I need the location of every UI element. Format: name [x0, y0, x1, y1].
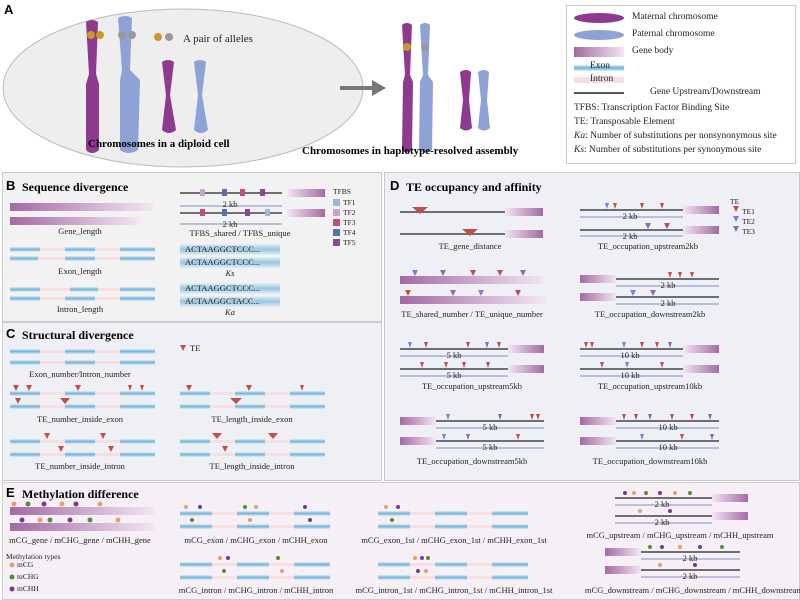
te-shared-label: TE_shared_number / TE_unique_number: [401, 309, 543, 319]
te1-label: TE1: [742, 207, 755, 216]
methyl-down-label: mCG_downstream / mCHG_downstream / mCHH_…: [584, 585, 800, 595]
legend-tfbs: TFBS: Transcription Factor Binding Site: [574, 103, 730, 113]
up2-kb-bottom: 2 kb: [622, 231, 638, 241]
te-number-exon-label: TE_number_inside_exon: [37, 414, 123, 424]
exon-number-label: Exon_number/Intron_number: [29, 369, 131, 379]
alleles-label: A pair of alleles: [183, 33, 253, 45]
legend-ks: Ks: Number of substitutions per synonymo…: [574, 145, 762, 155]
tf4-label: TF4: [343, 228, 356, 237]
panel-e-title: Methylation difference: [22, 487, 139, 501]
seq-3: ACTAAGGCTCCC...: [185, 283, 261, 293]
te-number-intron-label: TE_number_inside_intron: [35, 461, 125, 471]
seq-4: ACTAAGGCTACC...: [185, 296, 260, 306]
legend-updown: Gene Upstream/Downstream: [650, 87, 761, 97]
methyl-up-kb-top: 2 kb: [654, 499, 670, 509]
te-gene-distance-label: TE_gene_distance: [438, 241, 502, 251]
te2-label: TE2: [742, 217, 755, 226]
panel-d-title: TE occupancy and affinity: [406, 180, 542, 194]
seq-2: ACTAAGGCTCCC...: [185, 257, 261, 267]
methyl-exon-label: mCG_exon / mCHG_exon / mCHH_exon: [184, 535, 328, 545]
panel-b-letter: B: [6, 178, 16, 193]
ka-label: Ka: [225, 307, 235, 317]
tfbs-kb-bottom: 2 kb: [222, 219, 238, 229]
ks-label: Ks: [225, 268, 235, 278]
te3-label: TE3: [742, 227, 755, 236]
methyl-down-kb-bottom: 2 kb: [682, 571, 698, 581]
mcg-label: mCG: [17, 560, 34, 569]
methyl-down-kb-top: 2 kb: [682, 553, 698, 563]
methyl-gene-label: mCG_gene / mCHG_gene / mCHH_gene: [9, 535, 151, 545]
tfbs-legend-title: TFBS: [333, 187, 351, 196]
down5-kb-bottom: 5 kb: [482, 442, 498, 452]
legend-ka: Ka: Number of substitutions per nonsynon…: [574, 131, 777, 141]
methyl-up-label: mCG_upstream / mCHG_upstream / mCHH_upst…: [586, 530, 774, 540]
panel-c-letter: C: [6, 326, 16, 341]
te-length-exon-label: TE_length_inside_exon: [211, 414, 293, 424]
up5-label: TE_occupation_upstream5kb: [421, 381, 523, 391]
up5-kb-top: 5 kb: [446, 350, 462, 360]
down5-kb-top: 5 kb: [482, 422, 498, 432]
legend-intron: Intron: [590, 74, 614, 84]
legend-maternal: Maternal chromosome: [632, 12, 718, 22]
panel-b-title: Sequence divergence: [22, 180, 129, 194]
methyl-intron1-label: mCG_intron_1st / mCHG_intron_1st / mCHH_…: [355, 585, 553, 595]
panel-d-letter: D: [390, 178, 400, 193]
up10-kb-bottom: 10 kb: [620, 370, 640, 380]
down10-kb-top: 10 kb: [658, 422, 678, 432]
down2-kb-top: 2 kb: [660, 280, 676, 290]
down10-label: TE_occupation_downstream10kb: [592, 456, 708, 466]
down5-label: TE_occupation_downstream5kb: [416, 456, 528, 466]
diploid-label: Chromosomes in a diploid cell: [88, 138, 230, 150]
tf2-label: TF2: [343, 208, 356, 217]
down2-kb-bottom: 2 kb: [660, 298, 676, 308]
tf5-label: TF5: [343, 238, 356, 247]
up2-kb-top: 2 kb: [622, 211, 638, 221]
panel-a-letter: A: [4, 2, 14, 17]
panel-d: [384, 172, 800, 481]
panel-c-title: Structural divergence: [22, 328, 134, 342]
methyl-up-kb-bottom: 2 kb: [654, 517, 670, 527]
tfbs-kb-top: 2 kb: [222, 199, 238, 209]
te-legend-title: TE: [730, 197, 740, 206]
up5-kb-bottom: 5 kb: [446, 370, 462, 380]
mchg-label: mCHG: [17, 572, 39, 581]
methyl-intron-label: mCG_intron / mCHG_intron / mCHH_intron: [178, 585, 334, 595]
down10-kb-bottom: 10 kb: [658, 442, 678, 452]
up10-label: TE_occupation_upstream10kb: [597, 381, 703, 391]
panel-e-letter: E: [6, 485, 15, 500]
methyl-types-title: Methylation types: [6, 552, 61, 561]
mchh-label: mCHH: [17, 584, 39, 593]
haplotype-label: Chromosomes in haplotype-resolved assemb…: [302, 145, 519, 157]
maternal-chromosome-large: [86, 20, 99, 153]
up10-kb-top: 10 kb: [620, 350, 640, 360]
legend-box: [566, 5, 796, 164]
up2-label: TE_occupation_upstream2kb: [597, 241, 699, 251]
paternal-chromosome-large: [118, 16, 140, 153]
panel-e: [2, 482, 800, 600]
intron-length-label: Intron_length: [56, 304, 104, 314]
exon-length-label: Exon_length: [58, 266, 102, 276]
legend-te: TE: Transposable Element: [574, 117, 675, 127]
te-length-intron-label: TE_length_inside_intron: [209, 461, 295, 471]
seq-1: ACTAAGGCTCCC...: [185, 244, 261, 254]
tf3-label: TF3: [343, 218, 356, 227]
tf1-label: TF1: [343, 198, 356, 207]
legend-genebody: Gene body: [632, 46, 674, 56]
panel-c-te-legend: TE: [190, 343, 201, 353]
gene-length-label: Gene_length: [58, 226, 102, 236]
methyl-exon1-label: mCG_exon_1st / mCHG_exon_1st / mCHH_exon…: [361, 535, 547, 545]
legend-exon: Exon: [590, 61, 611, 71]
legend-paternal: Paternal chromosome: [632, 29, 715, 39]
tfbs-label: TFBS_shared / TFBS_unique: [189, 228, 291, 238]
down2-label: TE_occupation_downstream2kb: [594, 309, 706, 319]
